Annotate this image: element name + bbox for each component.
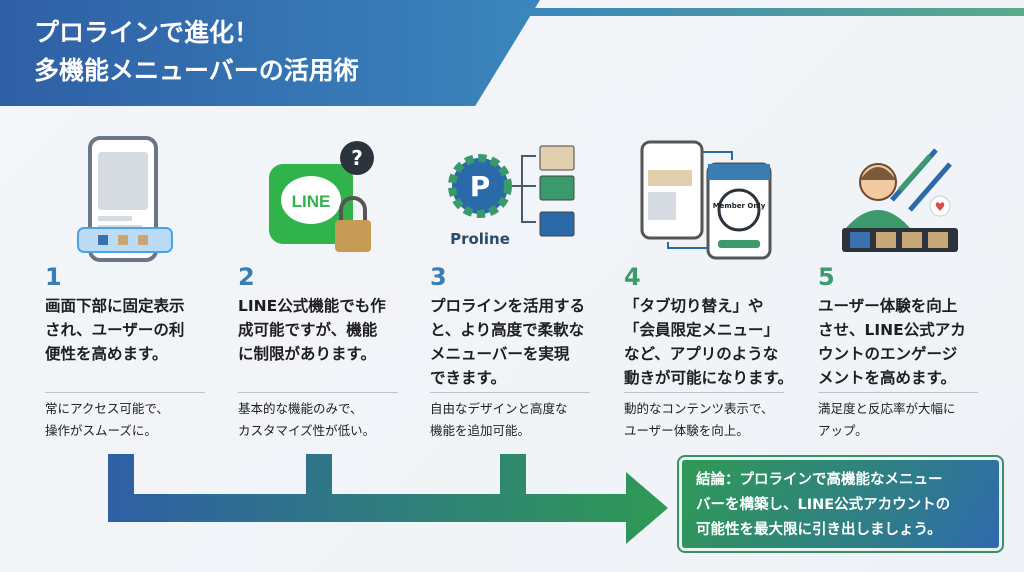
proline-gear-icon: P Proline [448,145,575,248]
step-1: 1 画面下部に固定表示 され、ユーザーの利 便性を高めます。 常にアクセス可能で… [45,262,217,442]
step-number: 1 [45,263,62,291]
page-title: プロラインで進化！ 多機能メニューバーの活用術 [34,14,359,90]
title-line-2: 多機能メニューバーの活用術 [34,56,359,85]
step-detail: 動的なコンテンツ表示で、 ユーザー体験を向上。 [624,401,774,438]
flow-arrow [108,454,668,544]
divider [45,392,205,393]
step-heading: 「タブ切り替え」や 「会員限定メニュー」 など、アプリのような 動きが可能になり… [624,297,793,387]
step-heading: LINE公式機能でも作 成可能ですが、機能 に制限があります。 [238,297,386,363]
line-lock-icon: LINE ? [269,141,374,252]
step-number: 4 [624,263,641,291]
step-5: 5 ユーザー体験を向上 させ、LINE公式アカ ウントのエンゲージ メントを高め… [818,262,990,442]
conclusion-box: 結論：プロラインで高機能なメニュー バーを構築し、LINE公式アカウントの 可能… [677,455,1004,553]
divider [818,392,978,393]
step-heading: ユーザー体験を向上 させ、LINE公式アカ ウントのエンゲージ メントを高めます… [818,297,966,387]
smartphone-menu-icon [77,136,173,262]
step-detail: 基本的な機能のみで、 カスタマイズ性が低い。 [238,401,376,438]
divider [238,392,398,393]
step-detail: 自由なデザインと高度な 機能を追加可能。 [430,401,568,438]
svg-text:♥: ♥ [935,200,946,214]
step-heading: 画面下部に固定表示 され、ユーザーの利 便性を高めます。 [45,297,185,363]
divider [624,392,784,393]
user-engagement-icon: ♥ [842,148,958,252]
decorative-stripe [520,8,1024,16]
divider [430,392,590,393]
question-mark: ? [351,146,363,170]
svg-text:P: P [470,170,491,203]
step-number: 2 [238,263,255,291]
step-detail: 満足度と反応率が大幅に アップ。 [818,401,956,438]
proline-logo-text: Proline [450,230,510,248]
title-line-1: プロラインで進化！ [34,18,260,47]
step-number: 3 [430,263,447,291]
title-banner [0,0,540,106]
tab-switch-member-icon: Member Only [640,140,772,260]
step-number: 5 [818,263,835,291]
step-heading: プロラインを活用する と、より高度で柔軟な メニューバーを実現 できます。 [430,297,586,387]
step-detail: 常にアクセス可能で、 操作がスムーズに。 [45,401,169,438]
line-logo-text: LINE [292,192,331,211]
step-3: 3 プロラインを活用する と、より高度で柔軟な メニューバーを実現 できます。 … [430,262,602,442]
member-only-badge: Member Only [713,202,766,210]
step-2: 2 LINE公式機能でも作 成可能ですが、機能 に制限があります。 基本的な機能… [238,262,410,442]
step-4: 4 「タブ切り替え」や 「会員限定メニュー」 など、アプリのような 動きが可能に… [624,262,804,442]
